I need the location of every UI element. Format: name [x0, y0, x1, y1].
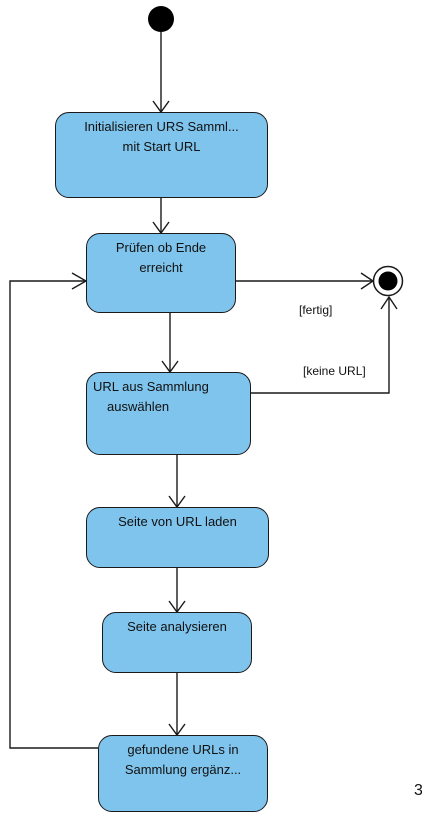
action-check-end-line1: Prüfen ob Ende	[115, 240, 207, 255]
edge-select-to-final	[251, 297, 390, 394]
action-check-end[interactable]: Prüfen ob Ende erreicht	[86, 233, 236, 313]
page-number: 3	[414, 782, 422, 799]
action-check-end-line2: erreicht	[139, 260, 183, 275]
action-add-urls-line2: Sammlung ergänz...	[124, 762, 242, 777]
action-select-url-line1: URL aus Sammlung	[93, 379, 209, 394]
arrowhead	[380, 295, 398, 310]
action-select-url-line2: auswählen	[107, 399, 170, 414]
action-select-url[interactable]: URL aus Sammlung auswählen	[86, 372, 251, 455]
action-load-page[interactable]: Seite von URL laden	[86, 507, 269, 568]
action-init-line1: Initialisieren URS Samml...	[84, 119, 239, 134]
initial-node	[148, 6, 174, 32]
action-add-urls-line1: gefundene URLs in	[127, 742, 239, 757]
edge-loop-back	[9, 280, 98, 749]
final-node	[372, 265, 404, 297]
action-add-urls[interactable]: gefundene URLs in Sammlung ergänz...	[98, 735, 268, 812]
action-analyze-page[interactable]: Seite analysieren	[102, 612, 252, 673]
guard-keine-url: [keine URL]	[303, 364, 366, 378]
action-analyze-page-line1: Seite analysieren	[127, 619, 227, 634]
action-init[interactable]: Initialisieren URS Samml... mit Start UR…	[55, 112, 268, 198]
guard-fertig: [fertig]	[299, 303, 333, 317]
action-init-line2: mit Start URL	[122, 139, 201, 154]
action-load-page-line1: Seite von URL laden	[118, 514, 237, 529]
